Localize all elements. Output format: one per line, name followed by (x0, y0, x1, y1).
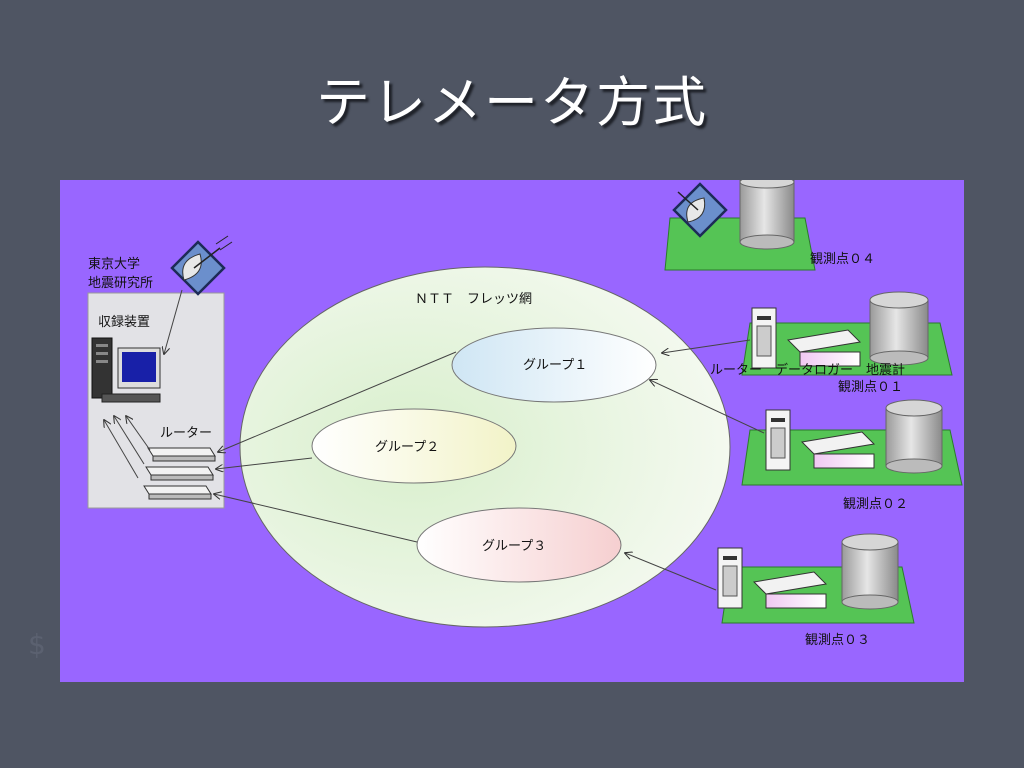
station-02-label: 観測点０２ (843, 497, 908, 512)
network-label: ＮＴＴ フレッツ網 (415, 292, 532, 307)
router-icon (143, 447, 216, 500)
data-logger-icon (800, 431, 876, 469)
station-01-label: 観測点０１ (838, 380, 903, 395)
group-1-ellipse (451, 327, 657, 403)
station01-to-group1-arrow (662, 339, 751, 353)
station-02 (741, 399, 963, 486)
slide-title: テレメータ方式 (316, 71, 708, 134)
station-04 (664, 180, 816, 271)
group-3-ellipse (416, 507, 622, 583)
station-03-label: 観測点０３ (805, 633, 870, 648)
station-01 (741, 291, 953, 376)
satellite-dish-icon (170, 235, 233, 296)
router-label: ルーター (160, 426, 212, 441)
group-1-label: グループ１ (523, 358, 587, 373)
collector-label: 収録装置 (98, 315, 150, 330)
station-03 (717, 533, 915, 624)
router-to-computer-arrow-1 (104, 420, 139, 479)
router-to-computer-arrow-2 (114, 416, 145, 465)
computer-icon (91, 337, 161, 403)
data-logger-icon (786, 329, 862, 367)
telemeter-diagram: ＮＴＴ フレッツ網 グループ１ グループ２ グループ３ 東京大学 地震研究所 収… (87, 180, 963, 648)
group1-to-router-line (218, 351, 457, 452)
server-tower-icon (751, 307, 777, 369)
server-tower-icon (765, 409, 791, 471)
group-2-ellipse (311, 408, 517, 484)
station-04-label: 観測点０４ (810, 252, 875, 267)
org-name-line1: 東京大学 (88, 256, 140, 272)
data-logger-icon (752, 571, 828, 609)
group-2-label: グループ２ (375, 440, 439, 455)
group3-to-router-line (214, 494, 418, 543)
background-decoration-dollar: $ (28, 628, 46, 661)
seismometer-icon (885, 399, 943, 474)
station-01-devices-label: ルーター データロガー 地震計 (710, 362, 905, 378)
seismometer-icon (869, 291, 929, 366)
satellite-dish-icon (672, 182, 728, 238)
dish-to-computer-arrow (164, 289, 183, 354)
group-3-label: グループ３ (482, 539, 546, 554)
server-tower-icon (717, 547, 743, 609)
org-name-line2: 地震研究所 (88, 276, 153, 291)
group2-to-router-line (216, 457, 313, 469)
router-to-computer-arrow-3 (126, 416, 151, 451)
diagram-panel: ＮＴＴ フレッツ網 グループ１ グループ２ グループ３ 東京大学 地震研究所 収… (60, 180, 964, 682)
station02-to-group1-arrow (650, 380, 765, 434)
seismometer-icon (739, 180, 795, 250)
seismometer-icon (841, 533, 899, 610)
station03-to-group3-arrow (625, 553, 717, 591)
